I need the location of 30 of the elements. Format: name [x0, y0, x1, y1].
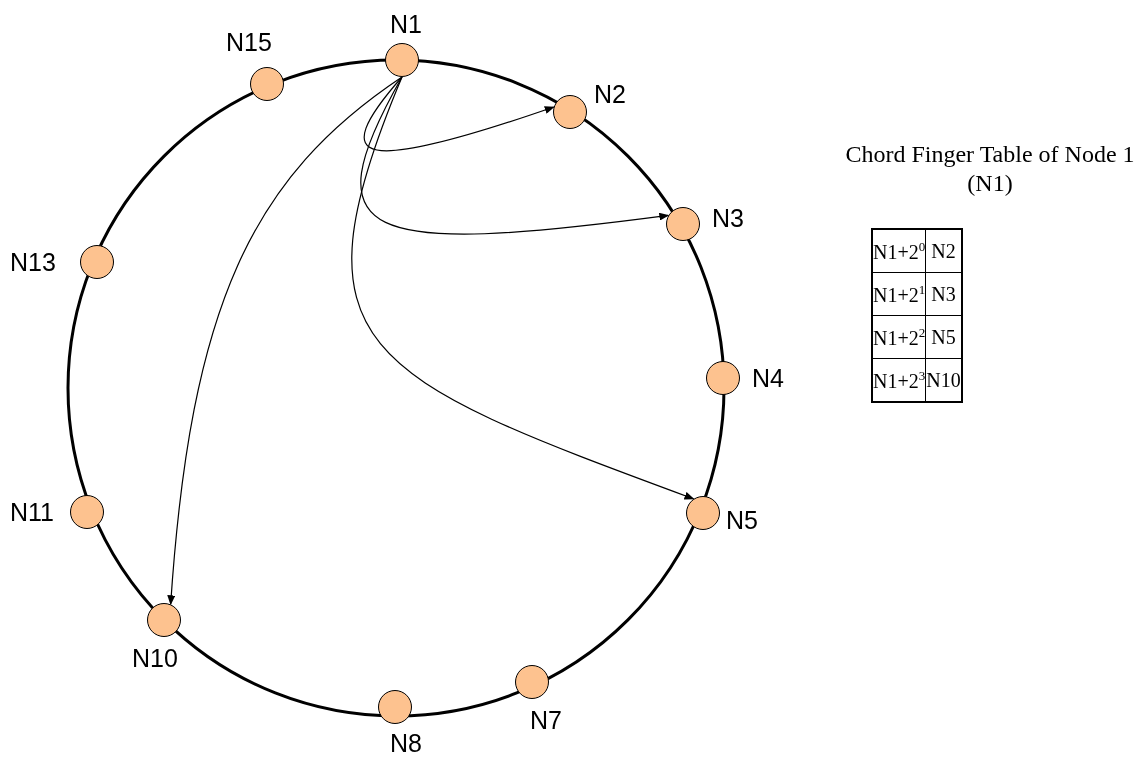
node-circle: [70, 495, 104, 529]
node-label: N15: [226, 30, 272, 55]
node-label: N5: [726, 508, 758, 533]
node-label: N4: [752, 366, 784, 391]
table-heading: Chord Finger Table of Node 1 (N1): [845, 140, 1135, 198]
node-circle: [553, 95, 587, 129]
node-circle: [666, 207, 700, 241]
arrow: [167, 76, 403, 606]
node-label: N3: [712, 206, 744, 231]
node-circle: [385, 43, 419, 77]
node-label: N7: [530, 708, 562, 733]
finger-start: N1+2$^{0}$: [872, 229, 926, 273]
node-circle: [80, 245, 114, 279]
node-circle: [515, 665, 549, 699]
node-circle: [147, 603, 181, 637]
node-label: N11: [10, 500, 54, 525]
node-circle: [378, 690, 412, 724]
node-label: N13: [10, 250, 56, 275]
arrow: [363, 76, 555, 152]
node-label: N2: [594, 82, 626, 107]
finger-start: N1+2$^{2}$: [872, 315, 926, 359]
node-circle: [706, 361, 740, 395]
node-label: N8: [390, 731, 422, 756]
node-circle: [250, 67, 284, 101]
node-label: N10: [132, 646, 178, 671]
node-label: N1: [390, 12, 422, 37]
arrow: [352, 76, 695, 500]
node-circle: [686, 496, 720, 530]
finger-start: N1+2$^{1}$: [872, 272, 926, 316]
finger-start: N1+2$^{3}$: [872, 358, 926, 402]
